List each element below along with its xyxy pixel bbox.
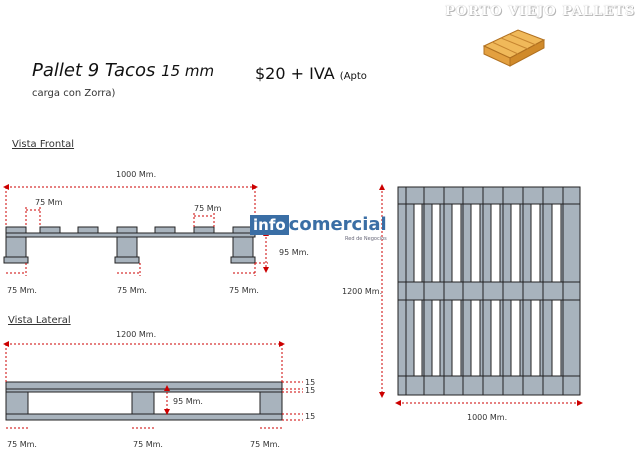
top-length-label: 1200 Mm. xyxy=(342,287,382,296)
pallet-logo-icon xyxy=(482,29,546,67)
front-bottom-board xyxy=(230,256,256,264)
section-lateral-view: Vista Lateral xyxy=(8,315,71,326)
lateral-bottom-board xyxy=(5,413,283,421)
price-note-continued: carga con Zorra) xyxy=(32,88,116,99)
top-view-drawing: 1200 Mm. 1000 Mm. xyxy=(342,184,583,422)
lateral-block xyxy=(131,391,155,415)
watermark-box: info xyxy=(250,214,289,235)
lateral-board-label-2: 15 xyxy=(305,386,315,395)
front-block xyxy=(232,236,254,258)
watermark-sub: Red de Negocios xyxy=(345,236,387,242)
top-view-outline xyxy=(397,186,581,396)
price-value: $20 + IVA xyxy=(255,64,335,83)
lateral-block-label-1: 75 Mm. xyxy=(7,440,37,449)
front-top-board xyxy=(5,226,27,234)
front-block xyxy=(5,236,27,258)
lateral-block xyxy=(259,391,283,415)
front-top-board xyxy=(77,226,99,234)
front-top-board xyxy=(39,226,61,234)
lateral-block xyxy=(5,391,29,415)
lateral-view-drawing: 1200 Mm. 95 Mm. 15 15 15 75 Mm. 75 Mm. 7… xyxy=(3,330,315,449)
section-front-view: Vista Frontal xyxy=(12,139,75,150)
price: $20 + IVA (Apto xyxy=(255,64,367,83)
front-block xyxy=(116,236,138,258)
front-height-label: 95 Mm. xyxy=(279,248,309,257)
lateral-board-label-1: 15 xyxy=(305,378,315,387)
front-bottom-board xyxy=(3,256,29,264)
lateral-board-label-3: 15 xyxy=(305,412,315,421)
front-block-label-3: 75 Mm. xyxy=(229,286,259,295)
brand-name: PORTO VIEJO PALLETS xyxy=(445,4,636,19)
top-width-label: 1000 Mm. xyxy=(467,413,507,422)
price-note: (Apto xyxy=(339,71,367,82)
front-gap-label-right: 75 Mm xyxy=(194,204,222,213)
front-block-label-1: 75 Mm. xyxy=(7,286,37,295)
front-view-drawing: 1000 Mm. 75 Mm 75 Mm 95 Mm. 75 Mm. 75 Mm… xyxy=(3,170,309,295)
front-gap-label-left: 75 Mm xyxy=(35,198,63,207)
lateral-height-label: 95 Mm. xyxy=(173,397,203,406)
watermark-word: comercial xyxy=(288,214,387,235)
title-main: Pallet 9 Tacos xyxy=(32,60,156,81)
page-title: Pallet 9 Tacos 15 mm xyxy=(32,60,214,81)
front-top-board xyxy=(193,226,215,234)
front-top-board xyxy=(154,226,176,234)
lateral-top-board xyxy=(5,381,283,390)
lateral-length-label: 1200 Mm. xyxy=(116,330,156,339)
front-stringer xyxy=(5,232,256,238)
title-size: 15 mm xyxy=(161,62,215,80)
front-top-board xyxy=(116,226,138,234)
front-bottom-board xyxy=(114,256,140,264)
front-width-label: 1000 Mm. xyxy=(116,170,156,179)
lateral-block-label-3: 75 Mm. xyxy=(250,440,280,449)
lateral-block-label-2: 75 Mm. xyxy=(133,440,163,449)
front-block-label-2: 75 Mm. xyxy=(117,286,147,295)
